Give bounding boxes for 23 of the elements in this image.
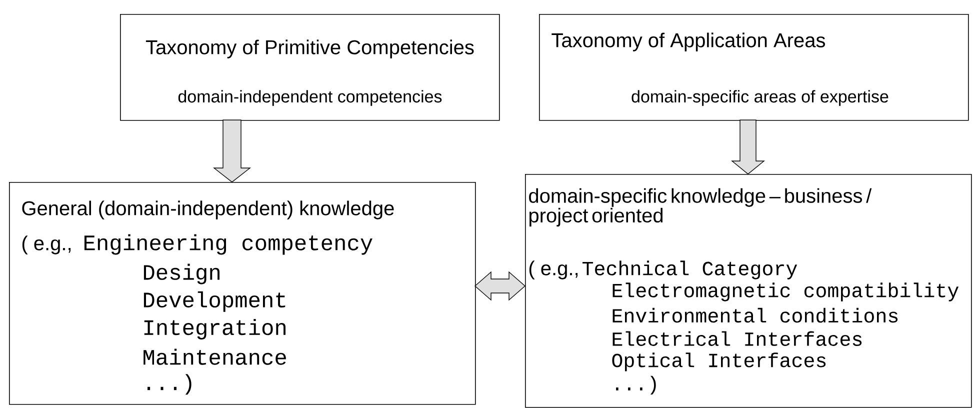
list-item: Development (144, 291, 286, 312)
box-title: Taxonomy of Application Areas (552, 32, 826, 52)
example-prefix: ( e.g., (529, 260, 578, 280)
block-arrow (212, 120, 252, 182)
list-item: Design (144, 264, 220, 284)
category-text: Engineering competency (84, 234, 372, 255)
list-item: Electromagnetic compatibility (612, 282, 959, 302)
heading: domain-specific knowledge – business / project oriented (529, 188, 872, 226)
list-item: Optical Interfaces (612, 352, 826, 372)
block-arrow (474, 271, 526, 301)
list-item: Integration (144, 318, 286, 340)
list-item: Electrical Interfaces (612, 331, 862, 346)
list-item: ...) (616, 376, 656, 395)
block-arrow (731, 120, 765, 174)
heading: General (domain-independent) knowledge (22, 200, 394, 220)
box-subtitle: domain-independent competencies (178, 90, 442, 106)
box-subtitle: domain-specific areas of expertise (632, 90, 888, 106)
list-item: Environmental conditions (612, 308, 898, 323)
example-prefix: ( e.g., (22, 236, 71, 254)
list-item: ...) (148, 374, 192, 395)
box-title: Taxonomy of Primitive Competencies (146, 40, 474, 58)
list-item: Maintenance (144, 348, 286, 365)
category-text: Technical Category (582, 260, 798, 280)
